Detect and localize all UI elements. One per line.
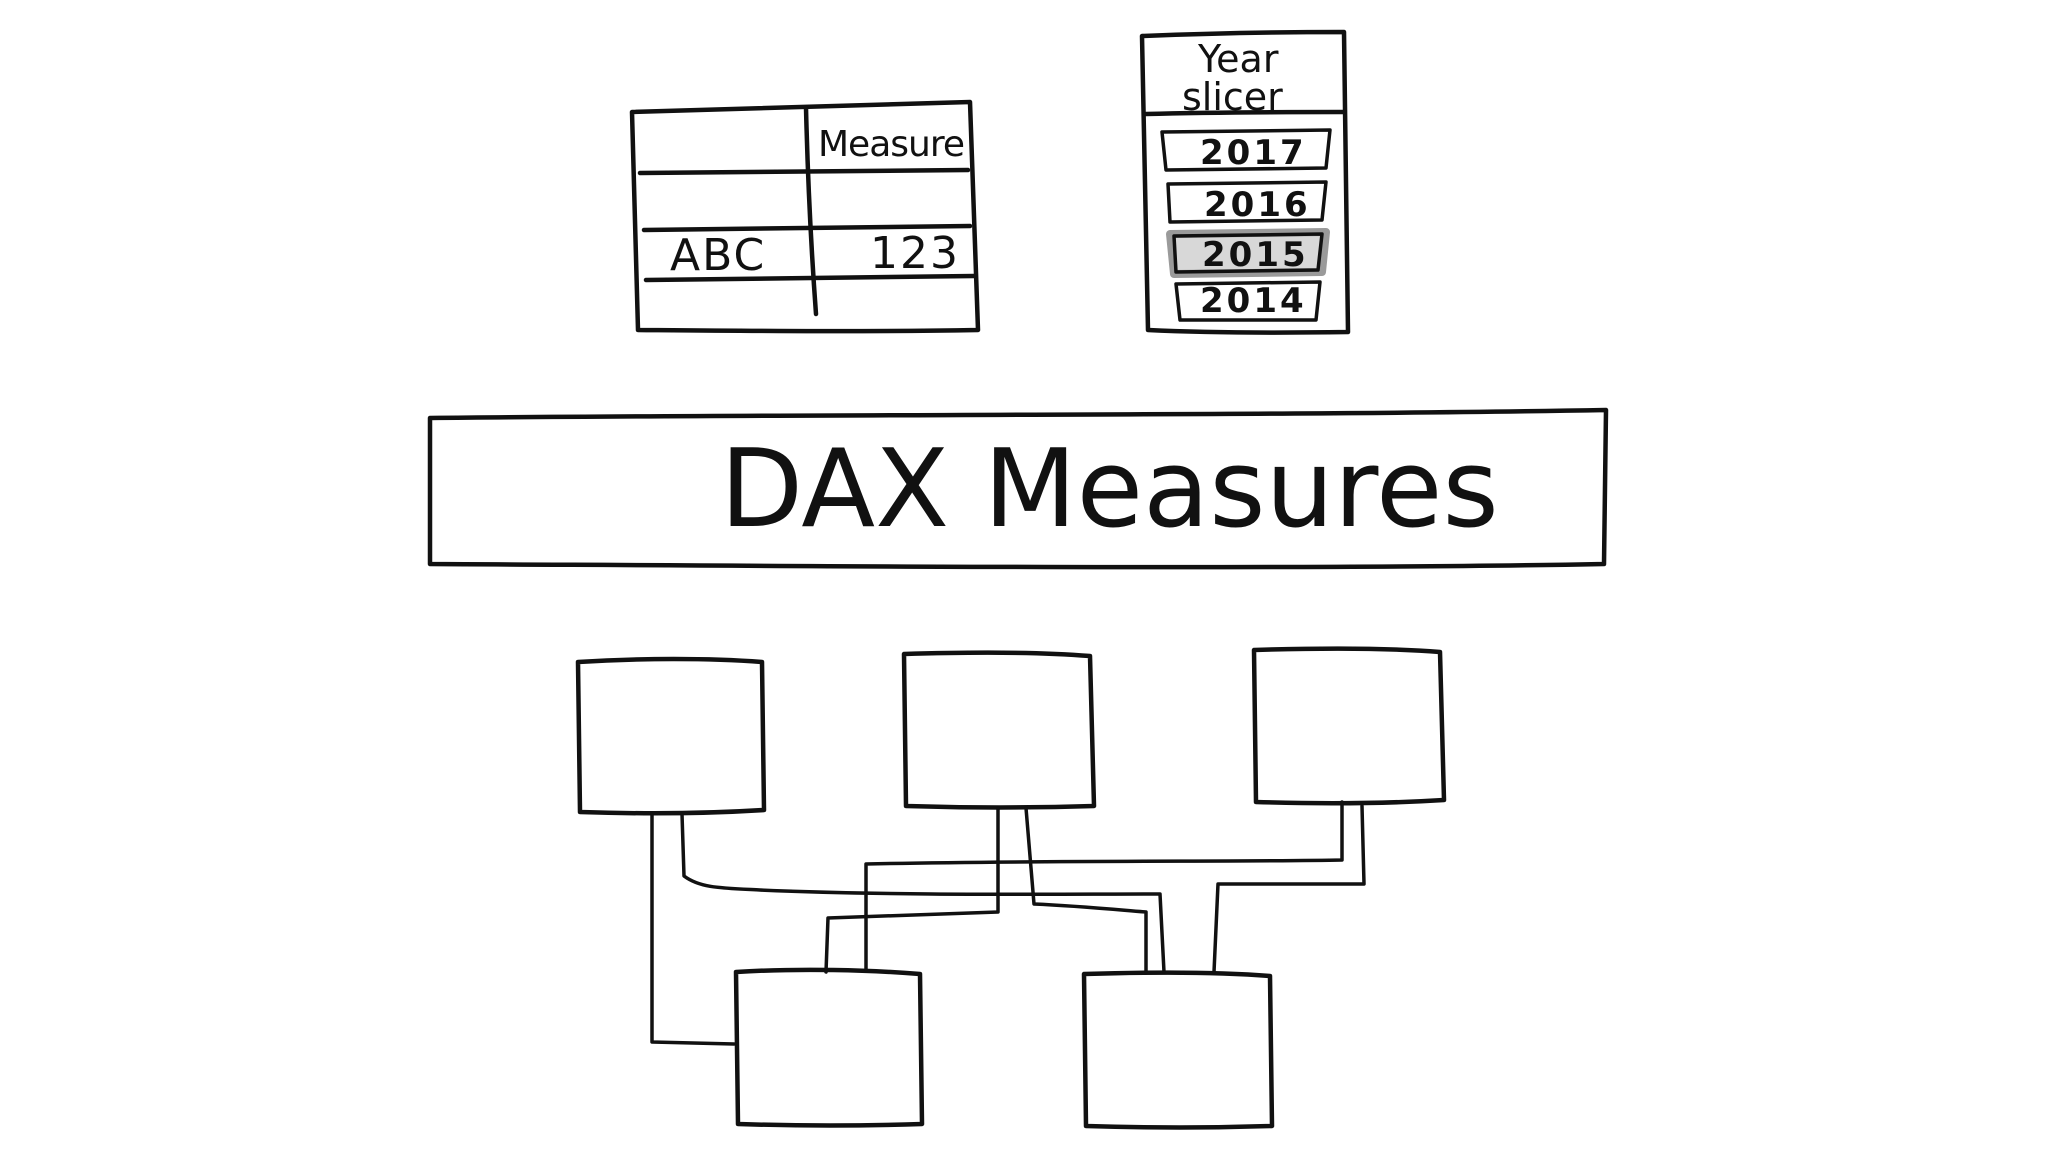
slicer-title-year: Year — [1197, 37, 1279, 81]
table-row-line-2 — [641, 223, 973, 233]
year-slicer: Year slicer 2017 2016 2015 2014 — [1139, 29, 1351, 335]
table-row-line-1 — [637, 167, 971, 176]
slicer-item-label: 2016 — [1204, 185, 1311, 225]
table-cell-abc: ABC — [670, 230, 766, 281]
data-model — [575, 646, 1447, 1130]
model-table-top-center — [901, 650, 1097, 810]
slicer-item-2015-selected[interactable]: 2015 — [1166, 228, 1330, 278]
table-column-divider — [803, 105, 819, 317]
slicer-item-2014[interactable]: 2014 — [1174, 280, 1322, 322]
table-cell-123: 123 — [870, 228, 960, 279]
slicer-item-2016[interactable]: 2016 — [1166, 180, 1328, 225]
slicer-title-divider — [1143, 109, 1347, 117]
model-table-top-left — [575, 656, 767, 816]
relationship-line — [680, 812, 1166, 974]
relationship-line — [650, 812, 736, 1046]
slicer-title-slicer: slicer — [1182, 75, 1283, 119]
slicer-outline — [1139, 29, 1351, 335]
relationship-line — [1212, 804, 1366, 974]
slicer-item-2017[interactable]: 2017 — [1160, 128, 1332, 173]
table-visual: Measure ABC 123 — [629, 99, 981, 334]
slicer-item-label: 2017 — [1200, 133, 1307, 173]
banner-outline — [427, 407, 1609, 570]
banner-label: DAX Measures — [720, 427, 1499, 552]
relationship-line — [824, 806, 1000, 974]
dax-measures-banner: DAX Measures — [427, 407, 1609, 570]
table-row-line-3 — [643, 273, 977, 283]
slicer-item-label: 2015 — [1202, 235, 1309, 275]
relationship-line — [864, 800, 1344, 972]
model-table-bottom-right — [1081, 970, 1275, 1130]
slicer-item-label: 2014 — [1200, 281, 1307, 321]
model-table-top-right — [1251, 646, 1447, 806]
relationship-line — [1024, 806, 1148, 974]
table-header-measure: Measure — [818, 124, 964, 165]
table-outline — [629, 99, 981, 334]
model-table-bottom-left — [733, 967, 925, 1128]
